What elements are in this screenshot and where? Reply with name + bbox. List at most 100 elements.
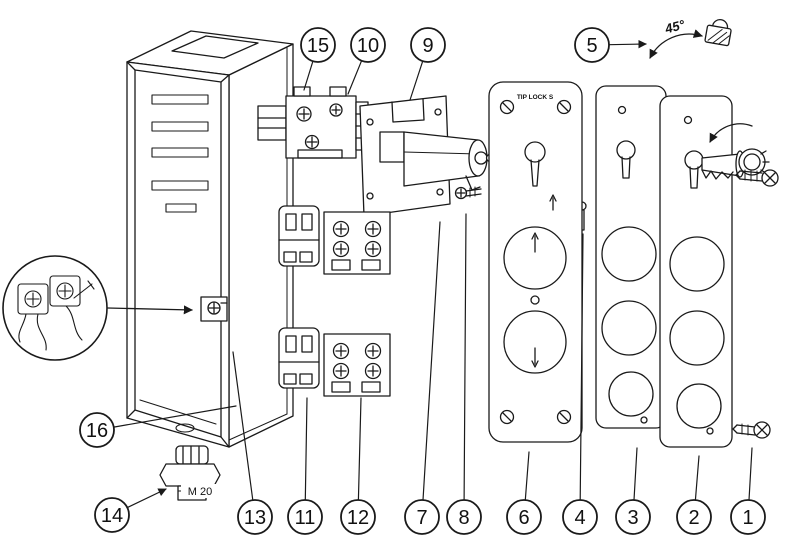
callout-bubble-6: [506, 499, 542, 535]
key: [701, 123, 770, 180]
button-up-arrow: [531, 232, 539, 253]
terminal-block-lower: [278, 327, 391, 397]
faceplate-button-up: [503, 226, 567, 290]
callout-5: 5: [574, 27, 647, 63]
inset-wire: [18, 313, 27, 343]
callout-bubble-1: [730, 499, 766, 535]
callout-number-6: 6: [518, 507, 529, 529]
cable-gland-size-label: M 20: [188, 486, 212, 498]
box-open-front: [126, 61, 230, 448]
inset-circle: [2, 255, 108, 361]
callout-leader-16: [113, 405, 237, 428]
angle-value-label: 45°: [662, 17, 687, 37]
callout-number-3: 3: [627, 507, 638, 529]
callout-16: 16: [79, 405, 237, 448]
padlock-shackle: [711, 18, 729, 30]
angle-arc-arrow: [649, 29, 703, 59]
callout-bubble-3: [615, 499, 651, 535]
callout-10: 10: [347, 27, 386, 95]
callout-leader-10: [347, 60, 363, 95]
gasket-plate: [595, 85, 667, 429]
callout-bubble-5: [574, 27, 610, 63]
callout-2: 2: [676, 455, 712, 535]
inset-pointer-arrow: [107, 305, 193, 315]
callout-bubble-8: [446, 499, 482, 535]
callout-bubble-2: [676, 499, 712, 535]
callout-3: 3: [615, 447, 651, 535]
callout-number-9: 9: [422, 35, 433, 57]
callout-leader-6: [524, 451, 530, 501]
callout-leader-14: [126, 488, 167, 509]
gland-hex-nut: [159, 463, 221, 487]
callout-bubble-15: [300, 27, 336, 63]
callout-number-4: 4: [574, 507, 585, 529]
callout-number-1: 1: [742, 507, 753, 529]
callout-7: 7: [404, 221, 441, 535]
callout-bubble-9: [410, 27, 446, 63]
callout-14: 14: [94, 488, 167, 533]
callout-bubble-10: [350, 27, 386, 63]
terminal-detail-inset: [2, 255, 193, 361]
faceplate-button-down: [503, 310, 567, 374]
faceplate-keyhole: [524, 141, 546, 187]
inset-wire: [65, 305, 83, 341]
cable-gland: M 20: [159, 445, 221, 501]
callout-leader-15: [303, 60, 314, 91]
callout-number-2: 2: [688, 507, 699, 529]
inset-terminal-art: [17, 275, 95, 351]
callout-4: 4: [562, 233, 598, 535]
callout-leader-7: [422, 221, 441, 501]
callout-9: 9: [409, 27, 446, 101]
callout-6: 6: [506, 451, 542, 535]
box-top-opening: [171, 35, 259, 59]
callout-number-5: 5: [586, 35, 597, 57]
callout-bubble-4: [562, 499, 598, 535]
enclosure-box: [126, 30, 294, 448]
callout-layer: 15 10 9 5 16 14 13 11 12 7 8 6 4 3 2 1: [79, 27, 766, 535]
faceplate: TIP LOCK S: [488, 81, 583, 443]
callout-number-15: 15: [307, 35, 329, 57]
callout-bubble-13: [237, 499, 273, 535]
callout-number-12: 12: [347, 507, 369, 529]
callout-number-10: 10: [357, 35, 379, 57]
angle-annotation: 45°: [649, 17, 703, 59]
callout-bubble-7: [404, 499, 440, 535]
cable-clamp: [200, 296, 228, 322]
cover-plate: [659, 95, 733, 448]
callout-number-7: 7: [416, 507, 427, 529]
callout-leader-8: [463, 213, 467, 501]
callout-leader-5: [608, 39, 647, 49]
callout-11: 11: [287, 397, 323, 535]
callout-13: 13: [232, 351, 273, 535]
faceplate-marking-label: TIP LOCK S: [517, 94, 554, 101]
callout-number-13: 13: [244, 507, 266, 529]
callout-leader-1: [748, 447, 753, 501]
button-down-arrow: [531, 347, 539, 368]
callout-1: 1: [730, 447, 766, 535]
gasket-keyhole: [616, 140, 636, 179]
fixing-screw-top: [735, 169, 779, 187]
key-rotation-arrow: [709, 123, 753, 143]
callout-leader-2: [694, 455, 700, 501]
callout-number-8: 8: [458, 507, 469, 529]
fixing-screw-bottom: [732, 421, 771, 439]
callout-15: 15: [300, 27, 336, 91]
box-mounting-slots: [151, 94, 209, 213]
lock-cylinder: [403, 131, 495, 191]
callout-number-16: 16: [86, 420, 108, 442]
callout-leader-11: [304, 397, 308, 501]
callout-leader-12: [357, 397, 362, 501]
callout-12: 12: [340, 397, 376, 535]
faceplate-corner-screws: [499, 99, 572, 425]
box-interior-bottom: [139, 399, 217, 433]
key-teeth: [701, 169, 734, 180]
callout-leader-4: [579, 233, 584, 501]
callout-bubble-14: [94, 497, 130, 533]
callout-number-11: 11: [295, 507, 316, 529]
faceplate-center-hole: [530, 295, 540, 305]
callout-leader-3: [633, 447, 638, 501]
terminal-block-upper: [278, 205, 391, 275]
callout-bubble-11: [287, 499, 323, 535]
